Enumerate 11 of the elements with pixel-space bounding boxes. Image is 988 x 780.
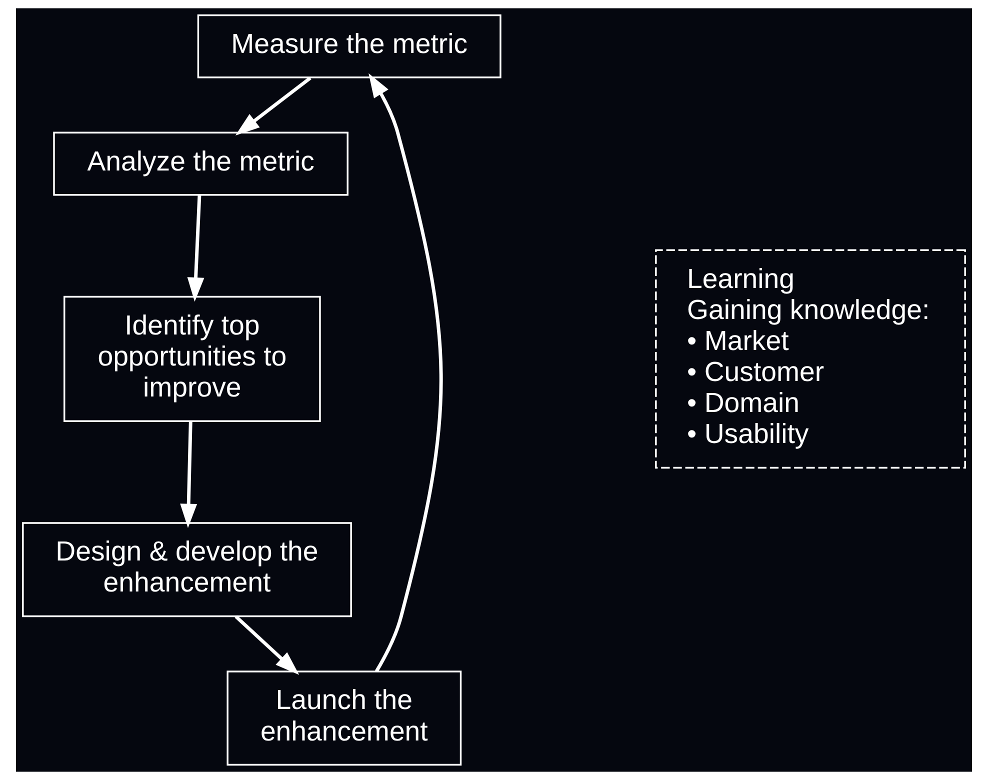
node-box: Measure the metric bbox=[197, 14, 502, 78]
node-box: Analyze the metric bbox=[53, 132, 348, 196]
node-box: Launch the enhancement bbox=[226, 670, 462, 766]
arrow bbox=[187, 195, 204, 302]
arrow bbox=[180, 421, 198, 528]
arrow bbox=[235, 76, 312, 136]
arrow bbox=[368, 73, 443, 672]
arrow bbox=[234, 615, 300, 675]
node-box: Identify top opportunities to improve bbox=[64, 296, 321, 422]
node-box: Learning Gaining knowledge: • Market • Customer • Domain • Usability bbox=[655, 249, 966, 469]
node-box: Design & develop the enhancement bbox=[22, 522, 352, 618]
